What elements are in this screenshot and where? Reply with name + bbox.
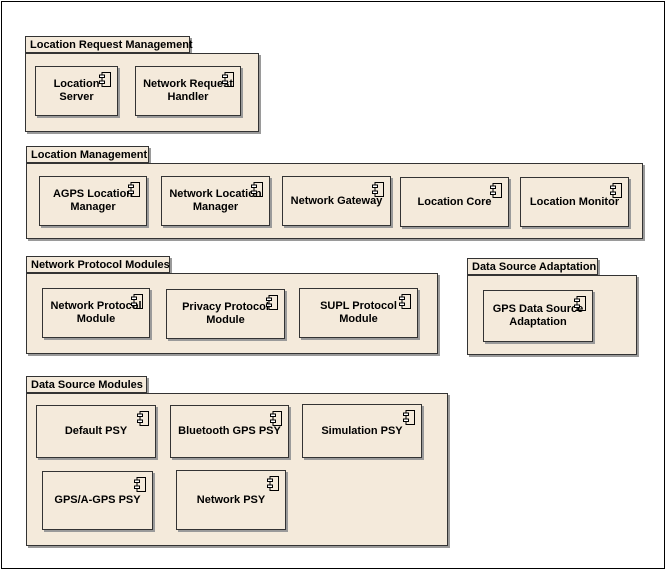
component-network-gateway[interactable]: Network Gateway <box>282 176 391 226</box>
component-supl-protocol-module[interactable]: SUPL Protocol Module <box>299 288 418 338</box>
component-label: Network Gateway <box>290 194 383 207</box>
package-label: Data Source Adaptation <box>472 261 597 273</box>
component-privacy-protocol-module[interactable]: Privacy Protocol Module <box>166 289 285 339</box>
component-location-server[interactable]: Location Server <box>35 66 118 116</box>
component-label: Network Protocol Module <box>50 300 142 325</box>
component-label: AGPS Location Manager <box>52 188 134 213</box>
component-label: Bluetooth GPS PSY <box>178 425 281 437</box>
uml-component-icon <box>372 182 384 197</box>
component-label: Default PSY <box>64 425 128 437</box>
uml-component-icon <box>574 296 586 311</box>
uml-component-icon <box>99 72 111 87</box>
package-label: Data Source Modules <box>31 379 143 391</box>
component-label: Network PSY <box>196 493 266 506</box>
component-label: Location Monitor <box>529 195 620 208</box>
uml-component-icon <box>610 183 622 198</box>
package-label: Location Management <box>31 149 148 161</box>
component-label: GPS/A-GPS PSY <box>54 494 141 506</box>
component-gps-agps-psy[interactable]: GPS/A-GPS PSY <box>42 471 153 530</box>
component-network-request-handler[interactable]: Network Request Handler <box>135 66 241 116</box>
component-location-monitor[interactable]: Location Monitor <box>520 177 629 227</box>
component-network-protocol-module[interactable]: Network Protocol Module <box>42 288 150 338</box>
uml-component-icon <box>222 72 234 87</box>
component-network-psy[interactable]: Network PSY <box>176 470 286 530</box>
package-label: Location Request Management <box>30 39 193 51</box>
uml-component-icon <box>137 411 149 426</box>
package-label: Network Protocol Modules <box>31 259 170 271</box>
uml-component-icon <box>399 294 411 309</box>
component-label: Location Core <box>417 195 492 208</box>
component-label: SUPL Protocol Module <box>320 300 397 325</box>
component-simulation-psy[interactable]: Simulation PSY <box>302 404 422 458</box>
uml-component-icon <box>251 182 263 197</box>
package-tab-data-source-adaptation[interactable]: Data Source Adaptation <box>467 258 598 275</box>
package-tab-location-request-management[interactable]: Location Request Management <box>25 36 193 53</box>
package-tab-network-protocol-modules[interactable]: Network Protocol Modules <box>26 256 170 273</box>
uml-component-icon <box>267 476 279 491</box>
uml-component-icon <box>270 411 282 426</box>
component-default-psy[interactable]: Default PSY <box>36 405 156 458</box>
uml-component-icon <box>128 182 140 197</box>
component-label: GPS Data Source Adaptation <box>492 303 584 328</box>
uml-component-icon <box>490 183 502 198</box>
component-label: Network Request Handler <box>143 78 233 103</box>
package-tab-data-source-modules[interactable]: Data Source Modules <box>26 376 147 393</box>
component-label: Privacy Protocol Module <box>182 301 269 326</box>
component-gps-data-source-adaptation[interactable]: GPS Data Source Adaptation <box>483 290 593 342</box>
uml-component-icon <box>131 294 143 309</box>
component-agps-location-manager[interactable]: AGPS Location Manager <box>39 176 147 226</box>
uml-component-icon <box>134 477 146 492</box>
component-label: Simulation PSY <box>321 424 403 437</box>
component-location-core[interactable]: Location Core <box>400 177 509 227</box>
uml-component-icon <box>403 410 415 425</box>
component-network-location-manager[interactable]: Network Location Manager <box>161 176 270 226</box>
component-label: Network Location Manager <box>169 188 262 213</box>
component-bluetooth-gps-psy[interactable]: Bluetooth GPS PSY <box>170 405 289 458</box>
uml-component-icon <box>266 295 278 310</box>
component-label: Location Server <box>53 78 100 103</box>
package-tab-location-management[interactable]: Location Management <box>26 146 149 163</box>
